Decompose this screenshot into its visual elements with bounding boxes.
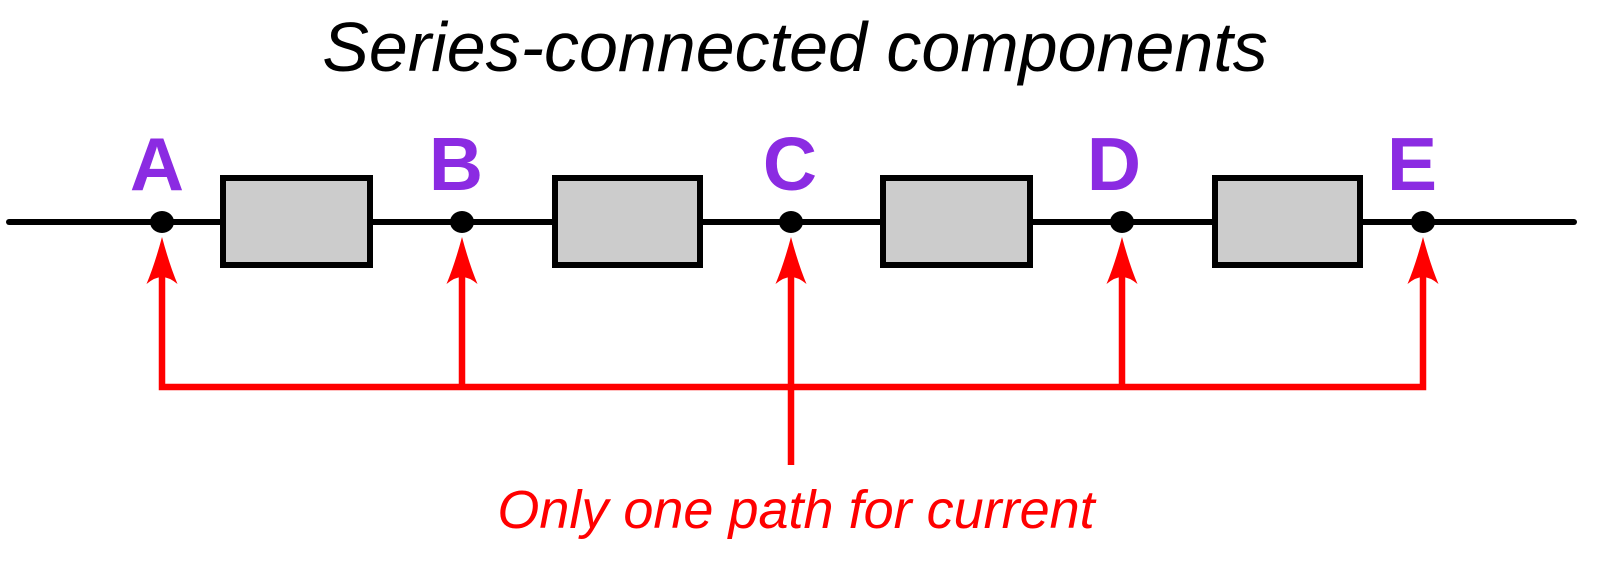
arrowhead-c-icon [775, 237, 807, 284]
node-dot-e [1411, 211, 1435, 233]
node-dot-b [450, 211, 474, 233]
component-box-1 [220, 175, 373, 268]
diagram-title: Series-connected components [322, 8, 1268, 86]
node-label-d: D [1086, 122, 1142, 206]
component-box-2 [552, 175, 703, 268]
arrowhead-e-icon [1407, 237, 1439, 284]
arrowhead-d-icon [1106, 237, 1138, 284]
diagram-caption: Only one path for current [497, 480, 1095, 540]
node-label-b: B [428, 122, 484, 206]
node-label-e: E [1386, 122, 1438, 206]
node-dot-d [1110, 211, 1134, 233]
arrowhead-a-icon [146, 237, 178, 284]
component-box-4 [1212, 175, 1363, 268]
arrowhead-b-icon [446, 237, 478, 284]
node-dot-c [779, 211, 803, 233]
node-dot-a [150, 211, 174, 233]
node-label-a: A [129, 122, 185, 206]
node-label-c: C [762, 122, 818, 206]
component-box-3 [880, 175, 1033, 268]
